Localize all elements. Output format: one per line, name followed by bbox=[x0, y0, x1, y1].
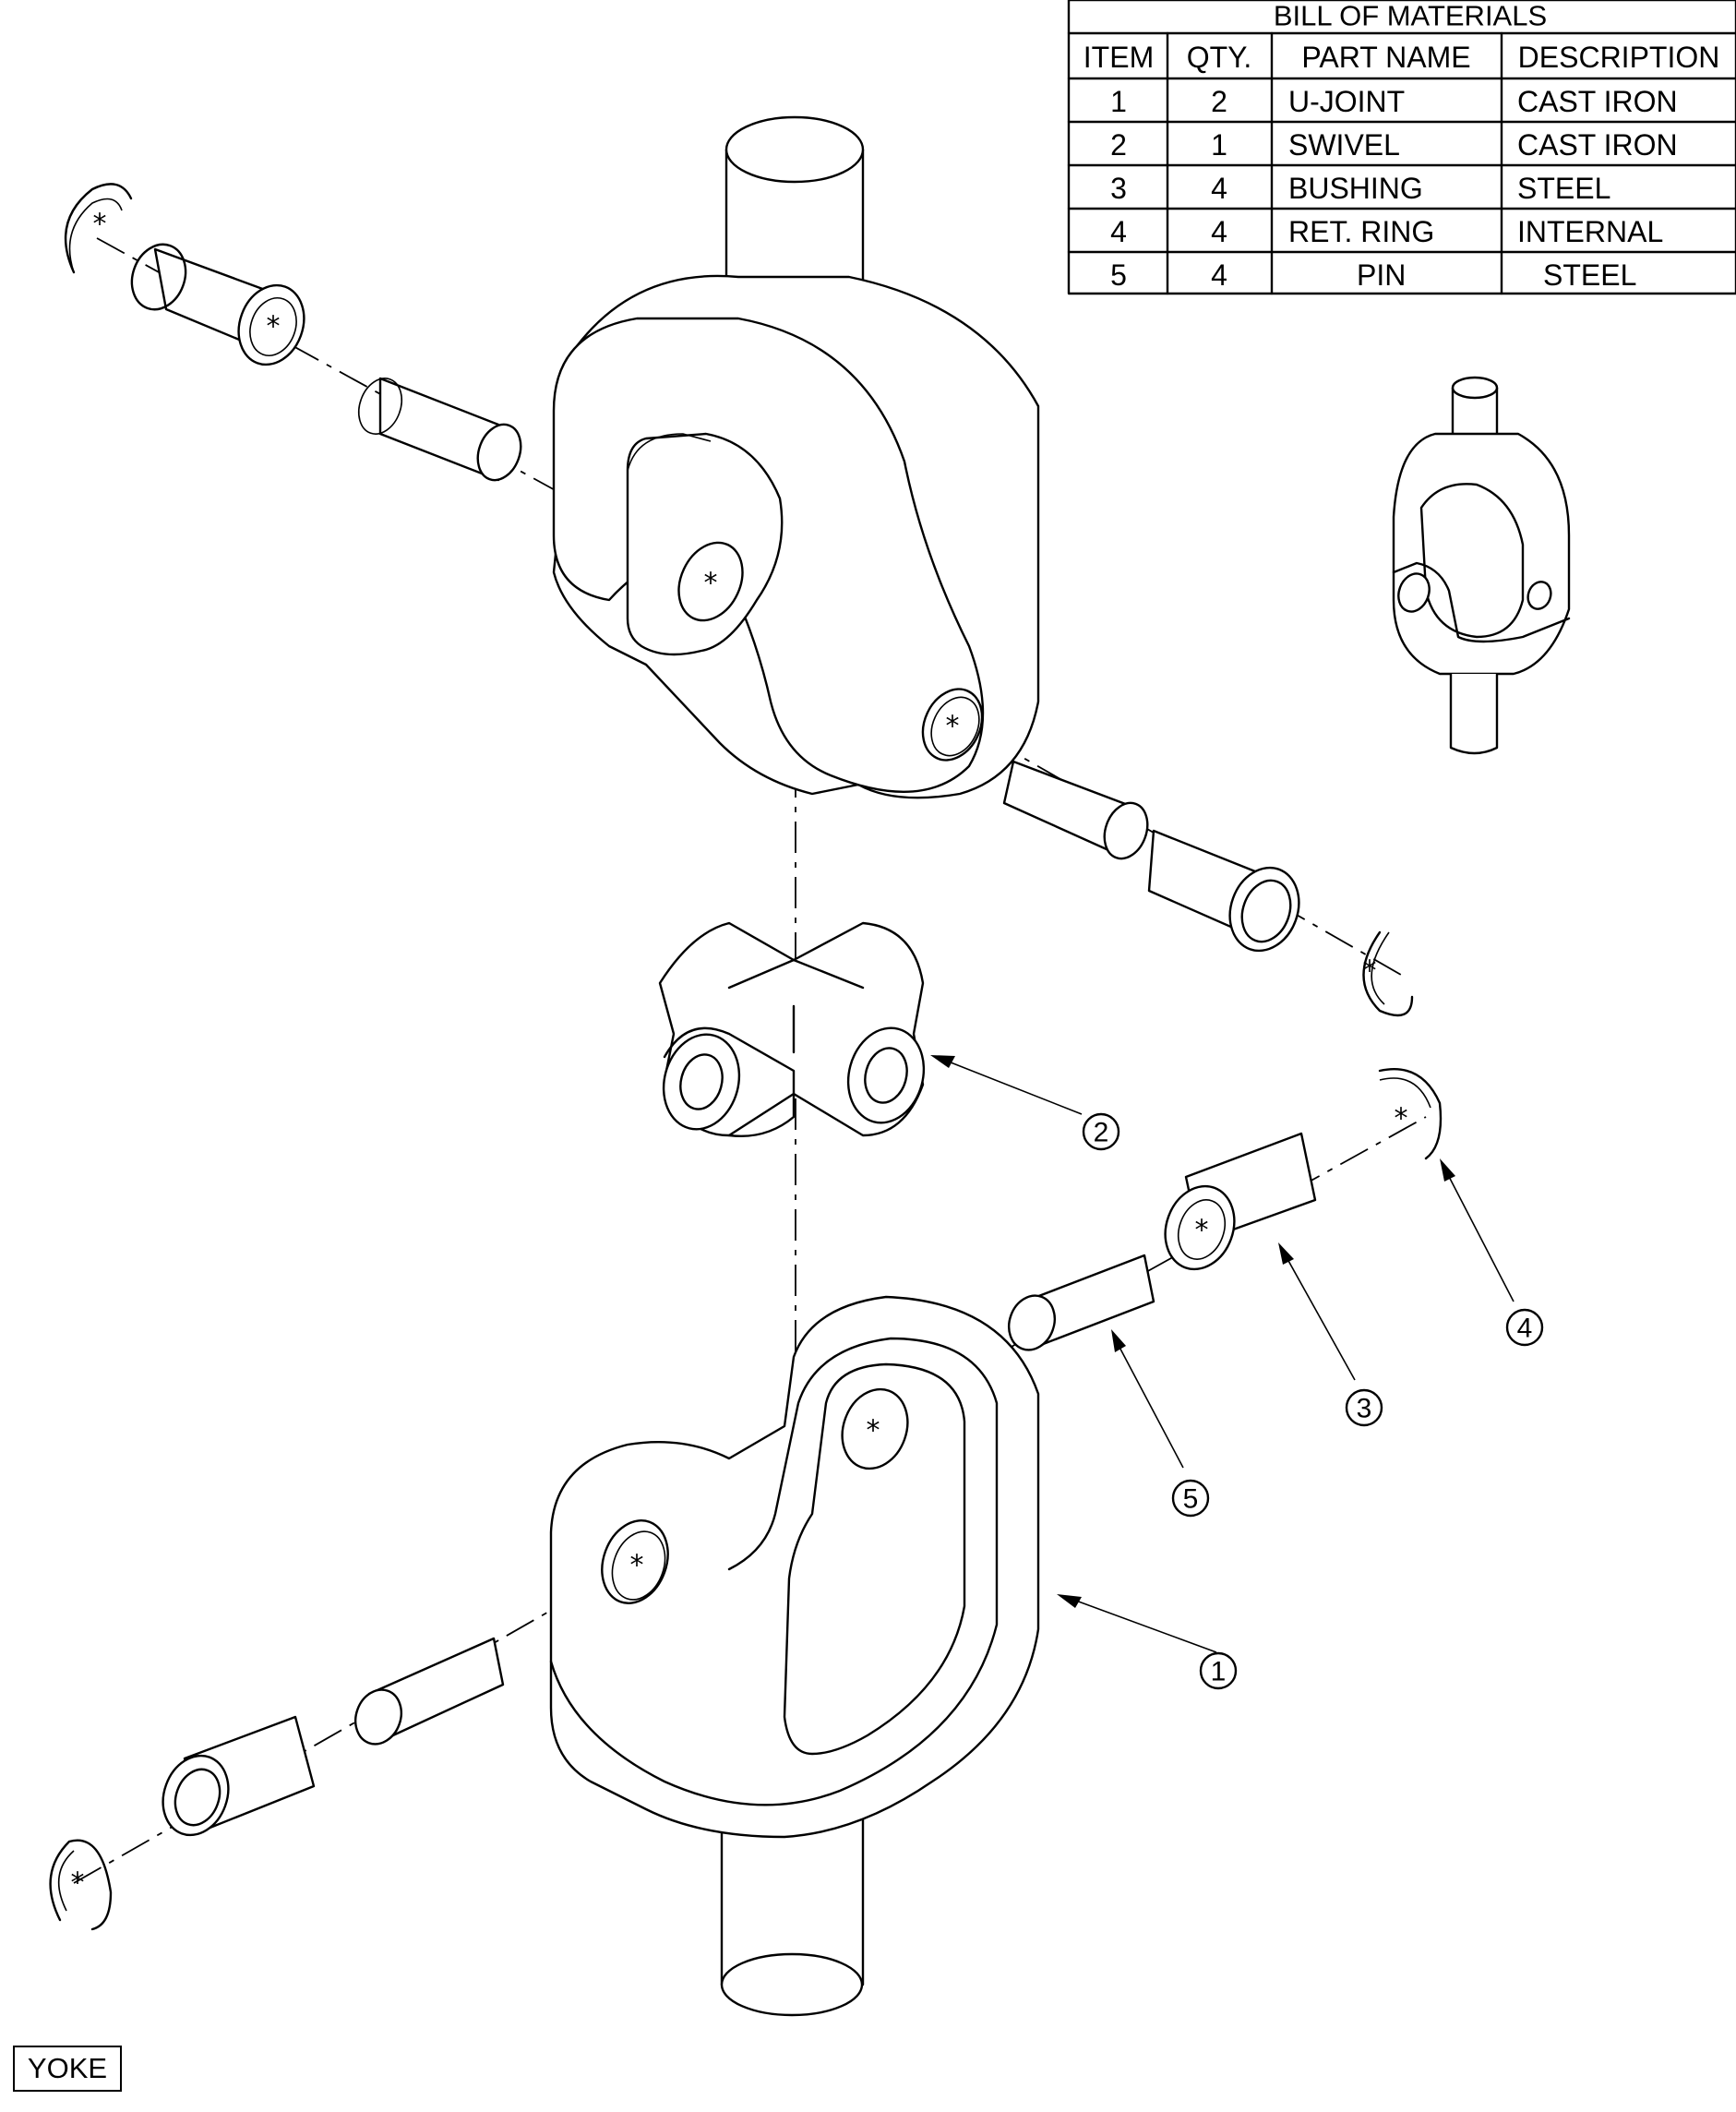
swivel-bore-icon bbox=[864, 1047, 908, 1104]
bom-cell-description: CAST IRON bbox=[1517, 85, 1678, 118]
bom-cell-item: 4 bbox=[1110, 215, 1127, 248]
pin bbox=[357, 377, 522, 482]
bom-cell-description: CAST IRON bbox=[1517, 128, 1678, 162]
bushing: * bbox=[1164, 1132, 1317, 1271]
item-balloon-1: 1 bbox=[1199, 1651, 1238, 1690]
bom-cell-item: 5 bbox=[1110, 258, 1127, 292]
bom-cell-part-name: RET. RING bbox=[1288, 215, 1434, 248]
bom-header-description: DESCRIPTION bbox=[1518, 41, 1720, 74]
item-balloon-3: 3 bbox=[1345, 1388, 1383, 1427]
bom-cell-part-name: BUSHING bbox=[1288, 172, 1423, 205]
bom-cell-qty: 1 bbox=[1211, 128, 1227, 162]
item-balloon-5: 5 bbox=[1171, 1479, 1210, 1518]
bom-cell-qty: 4 bbox=[1211, 172, 1227, 205]
bom-cell-part-name: SWIVEL bbox=[1288, 128, 1400, 162]
item-balloon-4: 4 bbox=[1505, 1308, 1544, 1347]
balloon-number: 2 bbox=[1094, 1118, 1109, 1148]
bom-cell-qty: 4 bbox=[1211, 258, 1227, 292]
pin-hole-icon bbox=[841, 1387, 909, 1470]
bom-header-row: ITEM QTY. PART NAME DESCRIPTION bbox=[1084, 41, 1720, 74]
bom-row: 3 4 BUSHING STEEL bbox=[1110, 172, 1610, 205]
bushing: * bbox=[130, 243, 305, 366]
bom-header-part-name: PART NAME bbox=[1301, 41, 1470, 74]
pin-hole-icon bbox=[677, 541, 744, 622]
item-balloon-2: 2 bbox=[1082, 1112, 1120, 1151]
bom-cell-part-name: U-JOINT bbox=[1288, 85, 1405, 118]
bill-of-materials-table: BILL OF MATERIALS ITEM QTY. PART NAME DE… bbox=[1067, 0, 1736, 295]
lower-yoke: * * bbox=[549, 1295, 1040, 2017]
center-mark: * bbox=[1395, 1103, 1408, 1135]
balloon-number: 1 bbox=[1211, 1657, 1227, 1687]
bushing bbox=[162, 1715, 316, 1837]
bom-cell-description: STEEL bbox=[1543, 258, 1636, 292]
balloon-number: 3 bbox=[1357, 1394, 1372, 1424]
balloon-number: 4 bbox=[1517, 1314, 1533, 1344]
center-mark: * bbox=[93, 209, 107, 241]
bom-cell-description: INTERNAL bbox=[1517, 215, 1663, 248]
pin bbox=[1002, 760, 1149, 860]
swivel-cross bbox=[658, 921, 926, 1137]
bom-cell-description: STEEL bbox=[1517, 172, 1610, 205]
pin bbox=[1008, 1254, 1155, 1351]
bom-title: BILL OF MATERIALS bbox=[1274, 0, 1547, 32]
pin-hole-icon bbox=[601, 1519, 669, 1604]
bom-cell-item: 1 bbox=[1110, 85, 1127, 118]
retaining-ring: * bbox=[1362, 930, 1414, 1017]
view-label: YOKE bbox=[13, 2046, 122, 2092]
bom-cell-item: 2 bbox=[1110, 128, 1127, 162]
center-mark: * bbox=[1363, 955, 1377, 988]
bom-cell-qty: 2 bbox=[1211, 85, 1227, 118]
swivel-bore-icon bbox=[679, 1053, 724, 1110]
center-mark: * bbox=[867, 1415, 880, 1447]
upper-yoke: * * bbox=[552, 115, 1040, 799]
upper-right-pin-axis-line bbox=[940, 710, 1408, 979]
balloon-number: 5 bbox=[1183, 1484, 1199, 1515]
retaining-ring: * bbox=[49, 1839, 113, 1931]
callout-leaders bbox=[930, 1055, 1515, 1653]
bom-row: 1 2 U-JOINT CAST IRON bbox=[1110, 85, 1678, 118]
center-mark: * bbox=[946, 711, 960, 743]
bom-row: 2 1 SWIVEL CAST IRON bbox=[1110, 128, 1678, 162]
bom-cell-item: 3 bbox=[1110, 172, 1127, 205]
bom-header-item: ITEM bbox=[1084, 41, 1154, 74]
center-mark: * bbox=[71, 1867, 85, 1900]
retaining-ring: * bbox=[64, 183, 133, 274]
center-mark: * bbox=[1195, 1215, 1209, 1247]
center-mark: * bbox=[704, 568, 718, 600]
bom-header-qty: QTY. bbox=[1187, 41, 1252, 74]
assembled-u-joint-view bbox=[1392, 376, 1571, 755]
bom-cell-qty: 4 bbox=[1211, 215, 1227, 248]
center-mark: * bbox=[267, 311, 281, 343]
bom-row: 5 4 PIN STEEL bbox=[1110, 258, 1636, 292]
pin-hole-icon bbox=[921, 688, 984, 762]
center-mark: * bbox=[630, 1550, 644, 1582]
retaining-ring: * bbox=[1378, 1068, 1443, 1160]
bushing bbox=[1147, 829, 1300, 953]
bom-row: 4 4 RET. RING INTERNAL bbox=[1110, 215, 1663, 248]
bom-cell-part-name: PIN bbox=[1357, 258, 1406, 292]
pin bbox=[354, 1637, 505, 1746]
